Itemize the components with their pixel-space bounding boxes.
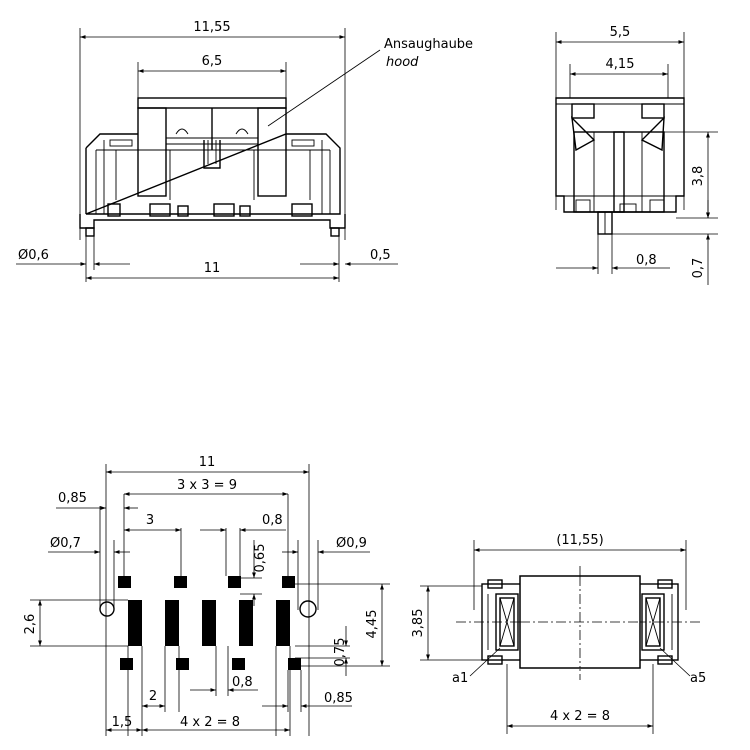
dim-fp-height-left: 2,6	[23, 614, 38, 635]
dim-fp-total: 11	[199, 455, 216, 470]
dim-fp-three: 3	[146, 513, 154, 528]
pad-long-3	[202, 600, 216, 646]
dim-fp-pad-len: 0,75	[333, 638, 348, 667]
pad-long-1	[128, 600, 142, 646]
dim-side-height: 3,8	[691, 166, 706, 187]
dim-fp-hole-large: Ø0,9	[336, 536, 367, 551]
pad-bot-4	[288, 658, 301, 670]
pad-long-5	[276, 600, 290, 646]
dim-fp-pitch-total: 4 x 2 = 8	[180, 715, 240, 730]
dim-fp-edge: 0,85	[58, 491, 87, 506]
dim-top-overall: (11,55)	[556, 533, 603, 548]
dim-body-width: 11	[204, 261, 221, 276]
peg-left	[85, 227, 95, 237]
footprint-view: 11 3 x 3 = 9 0,85 3 0,8 Ø0,7 Ø0,9 0,65	[23, 455, 390, 736]
label-hood-en: hood	[386, 55, 419, 70]
dim-fp-hole-small: Ø0,7	[50, 536, 81, 551]
pad-bot-3	[232, 658, 245, 670]
top-view: (11,55) 3,85 a1 a5	[411, 533, 706, 734]
dim-peg-diameter: Ø0,6	[18, 248, 49, 263]
dim-hood-width: 6,5	[202, 54, 223, 69]
dim-side-hood-width: 4,15	[606, 57, 635, 72]
dim-fp-edge-bottom: 0,85	[324, 691, 353, 706]
dim-top-pitch-total: 4 x 2 = 8	[550, 709, 610, 724]
label-a5: a5	[690, 671, 706, 686]
connector-body	[85, 133, 341, 215]
label-a1: a1	[452, 671, 468, 686]
pad-top-3	[228, 576, 241, 588]
pad-top-2	[174, 576, 187, 588]
dim-fp-pad-width-bottom: 0,8	[232, 675, 253, 690]
dim-fp-pitch: 2	[149, 689, 157, 704]
dim-offset: 0,5	[370, 248, 391, 263]
dim-top-height: 3,85	[411, 609, 426, 638]
hole-left	[99, 601, 115, 617]
pad-top-1	[118, 576, 131, 588]
side-body	[555, 97, 685, 213]
dim-fp-offset-bottom: 1,5	[112, 715, 133, 730]
dim-side-peg-width: 0,8	[636, 253, 657, 268]
dim-side-width: 5,5	[610, 25, 631, 40]
front-view: 11,55 6,5	[16, 20, 473, 282]
label-hood-de: Ansaughaube	[384, 37, 473, 52]
dim-fp-pitch-pads: 3 x 3 = 9	[177, 478, 237, 493]
hole-right	[299, 600, 317, 618]
hood-top	[137, 97, 287, 109]
dim-fp-gap: 0,65	[253, 544, 268, 573]
pad-bot-1	[120, 658, 133, 670]
dim-fp-height-right: 4,45	[365, 610, 380, 639]
dim-side-peg-height: 0,7	[691, 258, 706, 279]
dim-fp-pad-width: 0,8	[262, 513, 283, 528]
pad-top-4	[282, 576, 295, 588]
pad-long-2	[165, 600, 179, 646]
pad-long-4	[239, 600, 253, 646]
side-view: 5,5 4,15 3,8 0,7 0,8	[555, 25, 718, 285]
peg-right	[330, 227, 340, 237]
dim-overall-width: 11,55	[193, 20, 230, 35]
pad-bot-2	[176, 658, 189, 670]
